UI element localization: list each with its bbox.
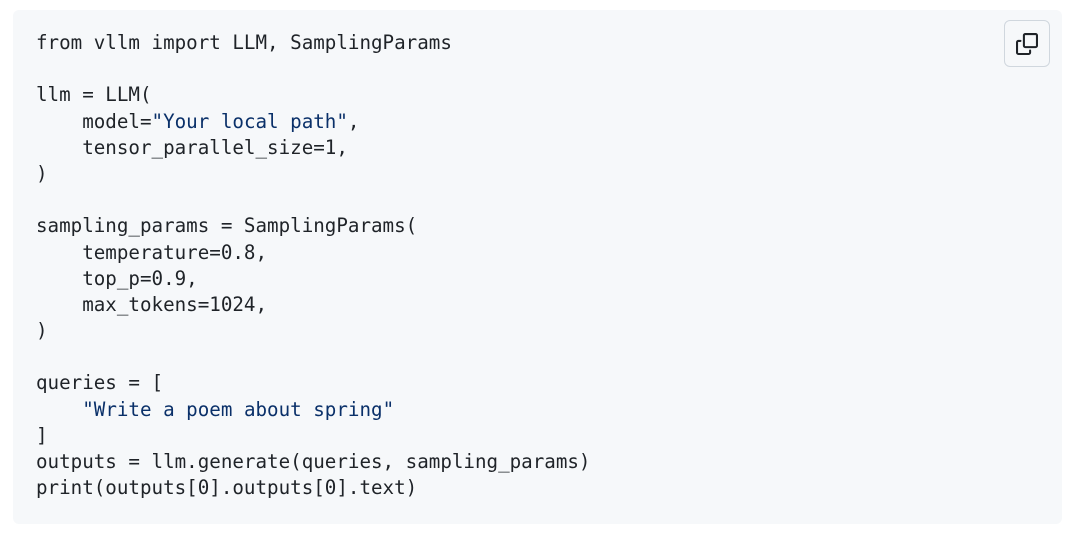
code-block: from vllm import LLM, SamplingParams llm … (13, 10, 1062, 524)
code-line-15: "Write a poem about spring" (36, 397, 591, 423)
copy-icon (1016, 32, 1038, 55)
code-line-13 (36, 344, 591, 370)
code-line-8: sampling_params = SamplingParams( (36, 214, 418, 238)
copy-button[interactable] (1004, 20, 1050, 67)
code-line-12: ) (36, 319, 48, 343)
code-line-18: print(outputs[0].outputs[0].text) (36, 476, 418, 500)
code-token: model= (36, 109, 152, 133)
code-line-17: outputs = llm.generate(queries, sampling… (36, 450, 591, 473)
code-line-3: llm = LLM( (36, 83, 152, 107)
code-token: , (347, 109, 360, 133)
code-line-14: queries = [ (36, 371, 164, 395)
code-line-5: tensor_parallel_size=1, (36, 135, 348, 159)
string-literal: "Write a poem about spring" (82, 397, 395, 421)
code-line-11: max_tokens=1024, (36, 292, 268, 316)
code-content: from vllm import LLM, SamplingParams llm … (36, 30, 591, 501)
code-line-9: temperature=0.8, (36, 240, 268, 264)
code-line-6: ) (36, 161, 48, 185)
string-literal: "Your local path" (151, 109, 348, 133)
code-line-16: ] (36, 423, 48, 447)
code-token (36, 398, 82, 421)
code-line-4: model="Your local path", (36, 109, 591, 135)
code-line-2 (36, 56, 591, 82)
code-line-1: from vllm import LLM, SamplingParams (36, 31, 452, 54)
code-line-7 (36, 187, 591, 213)
code-line-10: top_p=0.9, (36, 266, 198, 290)
